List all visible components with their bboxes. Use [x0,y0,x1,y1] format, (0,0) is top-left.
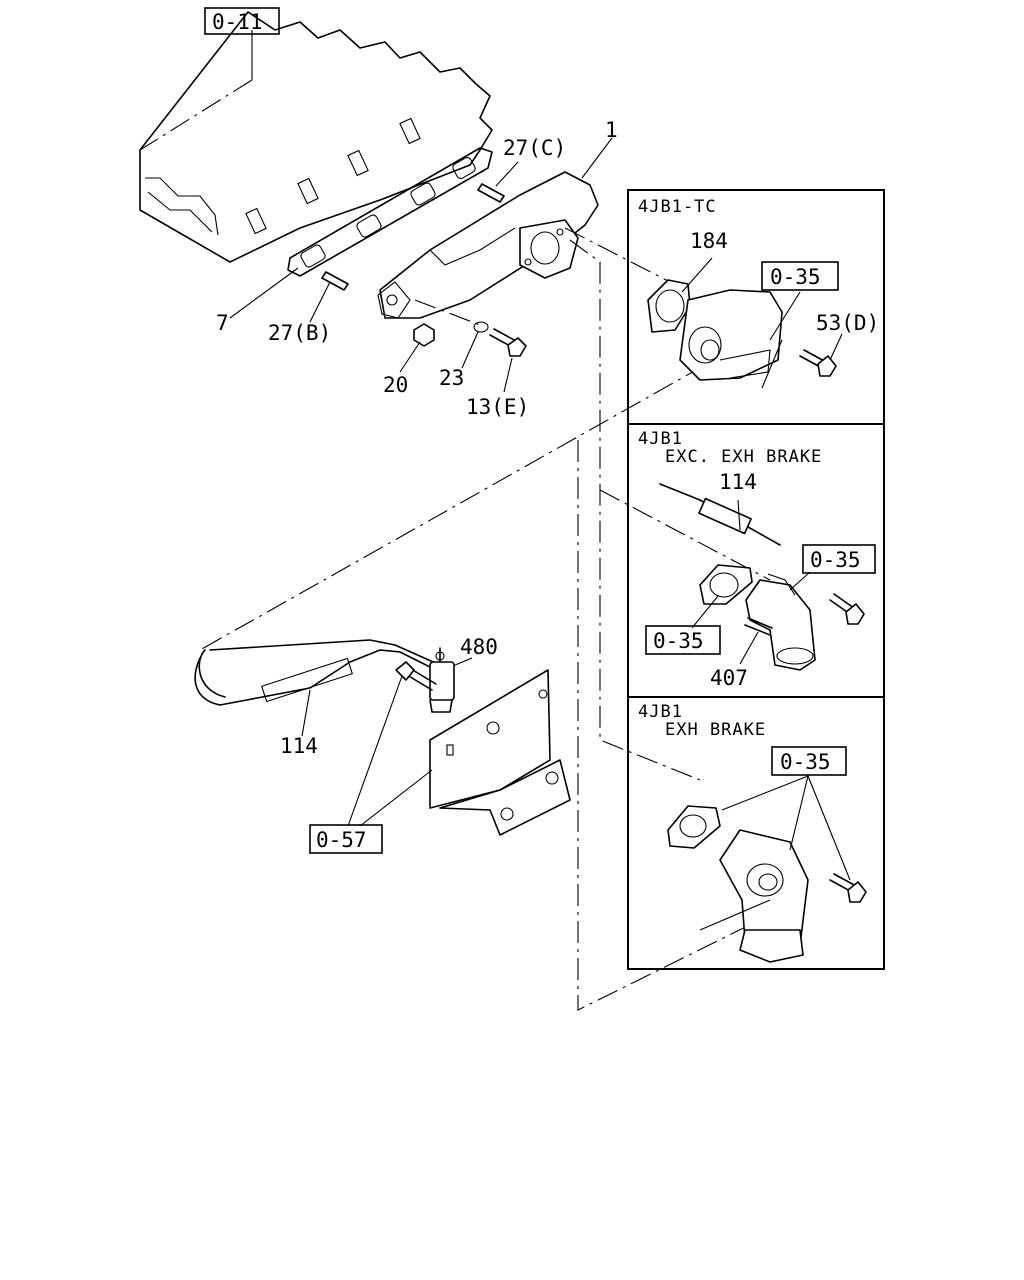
panel-exh-title-2: EXH BRAKE [665,720,766,740]
panel-4jb1-tc-parts [647,257,843,389]
variant-panels-frame [627,189,885,970]
ref-box-0-11 [204,7,280,35]
washer-23 [473,321,489,333]
panel-tc-title: 4JB1-TC [638,197,717,217]
ref-box-tc-0-35 [761,261,839,291]
stud-27b [321,271,349,291]
part-53d-label[interactable]: 53(D) [816,311,879,335]
dash-connectors [139,79,791,1011]
panel-exc-exh-brake-parts [659,483,865,671]
part-114-main-label[interactable]: 114 [280,734,318,758]
ref-0-11-label[interactable]: 0-11 [212,10,263,34]
part-27b-label[interactable]: 27(B) [268,321,331,345]
part-27c-label[interactable]: 27(C) [503,136,566,160]
panel-exh-brake-parts [667,775,867,963]
part-23-label[interactable]: 23 [439,366,464,390]
bolt-13e [489,328,527,357]
mounting-bracket [429,669,571,836]
part-114-panel-label[interactable]: 114 [719,470,757,494]
manifold-gasket [287,147,493,277]
ref-exc-left-label[interactable]: 0-35 [653,629,704,653]
ref-exc-right-label[interactable]: 0-35 [810,548,861,572]
cylinder-head [139,11,493,263]
ref-box-exc-left [645,625,721,655]
nut-20 [413,323,435,347]
panel-exh-title-1: 4JB1 [638,702,683,722]
leader-lines-main [229,30,613,827]
ref-box-0-57 [309,824,383,854]
part-480-label[interactable]: 480 [460,635,498,659]
panel-exc-title-2: EXC. EXH BRAKE [665,447,822,467]
ref-tc-0-35-label[interactable]: 0-35 [770,265,821,289]
part-13e-label[interactable]: 13(E) [466,395,529,419]
panel-exc-title-1: 4JB1 [638,429,683,449]
bolt-0-57 [395,661,437,691]
ref-box-exc-right [802,544,876,574]
ref-exh-0-35-label[interactable]: 0-35 [780,750,831,774]
part-20-label[interactable]: 20 [383,373,408,397]
brake-valve-480 [429,647,455,713]
part-1-label[interactable]: 1 [605,118,618,142]
part-407-label[interactable]: 407 [710,666,748,690]
part-184-label[interactable]: 184 [690,229,728,253]
exhaust-pipe-114 [194,639,441,706]
ref-box-exh-0-35 [771,746,847,776]
exhaust-manifold [377,171,599,319]
stud-27c [477,183,505,203]
part-7-label[interactable]: 7 [216,311,229,335]
ref-0-57-label[interactable]: 0-57 [316,828,367,852]
